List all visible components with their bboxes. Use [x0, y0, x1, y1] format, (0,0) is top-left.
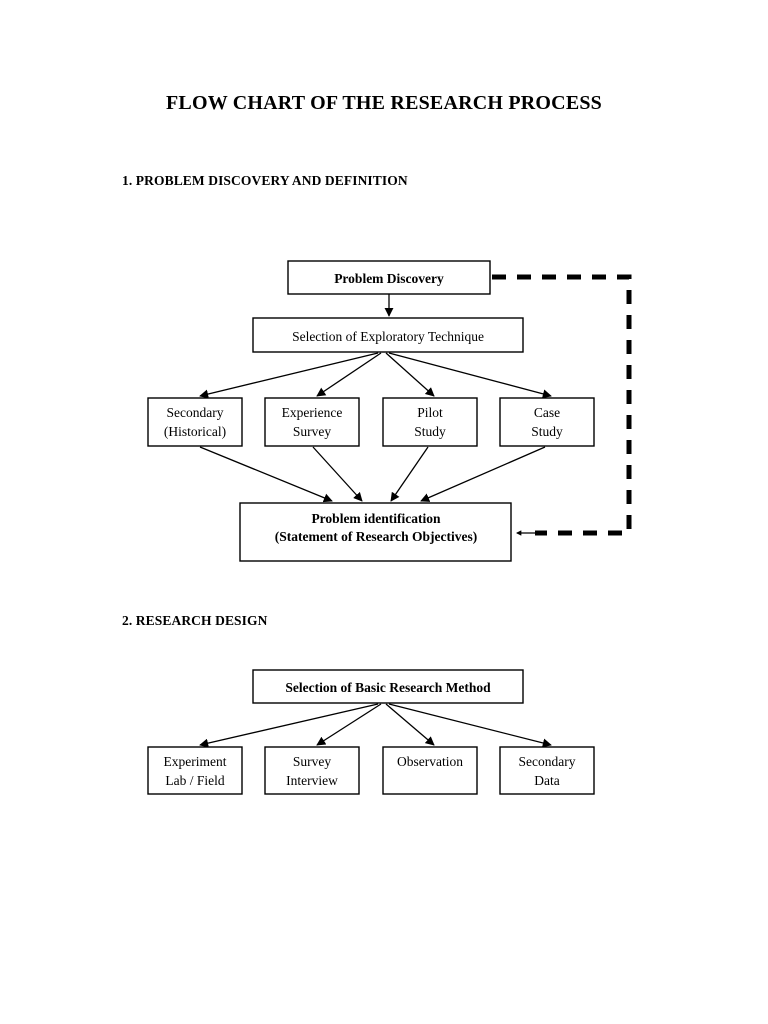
node-experiment-lab-field-line1: Experiment	[164, 754, 227, 769]
node-pilot-study-line2: Study	[414, 424, 446, 439]
node-pilot-study-line1: Pilot	[417, 405, 443, 420]
arrow-experience-to-outcome	[312, 446, 363, 502]
node-survey-interview[interactable]: Survey Interview	[264, 746, 360, 795]
node-selection-exploratory-technique[interactable]: Selection of Exploratory Technique	[252, 317, 524, 353]
node-secondary-historical-line2: (Historical)	[164, 424, 226, 439]
node-survey-interview-line1: Survey	[293, 754, 331, 769]
arrow-technique-to-pilot	[385, 352, 435, 397]
node-secondary-data-line1: Secondary	[519, 754, 576, 769]
node-problem-identification-line1: Problem identification	[311, 511, 441, 526]
section-heading-problem-discovery: 1. PROBLEM DISCOVERY AND DEFINITION	[122, 173, 408, 188]
section-heading-research-design: 2. RESEARCH DESIGN	[122, 613, 268, 628]
arrow-method-to-secondary-data	[388, 703, 552, 748]
arrow-technique-to-case	[388, 352, 552, 399]
node-selection-basic-research-method-label: Selection of Basic Research Method	[285, 680, 491, 695]
arrow-technique-to-experience	[316, 352, 382, 397]
arrow-method-to-experiment	[199, 703, 379, 748]
arrow-method-to-survey	[316, 703, 382, 746]
node-secondary-data-line2: Data	[534, 773, 559, 788]
arrow-secondary-to-outcome	[199, 446, 333, 503]
arrow-technique-to-secondary	[199, 352, 379, 399]
node-case-study[interactable]: Case Study	[499, 397, 595, 447]
node-problem-discovery[interactable]: Problem Discovery	[287, 260, 491, 295]
node-experience-survey-line1: Experience	[282, 405, 343, 420]
node-survey-interview-line2: Interview	[286, 773, 338, 788]
node-selection-exploratory-technique-label: Selection of Exploratory Technique	[292, 329, 484, 344]
node-pilot-study[interactable]: Pilot Study	[382, 397, 478, 447]
node-problem-identification[interactable]: Problem identification (Statement of Res…	[239, 502, 512, 562]
node-experience-survey-line2: Survey	[293, 424, 331, 439]
page-title: FLOW CHART OF THE RESEARCH PROCESS	[166, 92, 602, 114]
node-problem-discovery-label: Problem Discovery	[334, 271, 444, 286]
arrow-case-to-outcome	[420, 446, 546, 502]
node-secondary-historical-line1: Secondary	[167, 405, 224, 420]
node-experiment-lab-field[interactable]: Experiment Lab / Field	[147, 746, 243, 795]
node-experiment-lab-field-line2: Lab / Field	[165, 773, 224, 788]
node-problem-identification-line2: (Statement of Research Objectives)	[275, 529, 478, 544]
node-experience-survey[interactable]: Experience Survey	[264, 397, 360, 447]
arrow-method-to-observation	[385, 703, 435, 746]
node-observation[interactable]: Observation	[382, 746, 478, 795]
node-observation-line1: Observation	[397, 754, 463, 769]
node-case-study-line1: Case	[534, 405, 560, 420]
node-secondary-data[interactable]: Secondary Data	[499, 746, 595, 795]
arrow-pilot-to-outcome	[390, 446, 429, 502]
node-selection-basic-research-method[interactable]: Selection of Basic Research Method	[252, 669, 524, 704]
node-secondary-historical[interactable]: Secondary (Historical)	[147, 397, 243, 447]
node-case-study-line2: Study	[531, 424, 563, 439]
